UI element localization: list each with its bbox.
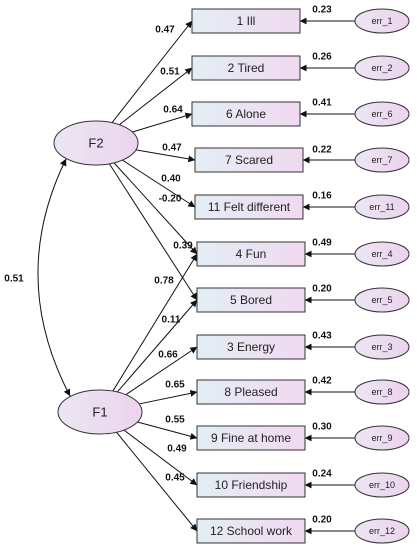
- loading-value-10-friendship: 0.49: [167, 444, 187, 455]
- indicator-box-5-bored: [196, 287, 306, 313]
- error-ellipse-7-scared: [354, 147, 410, 173]
- cross-loading-value-5-bored: 0.11: [162, 315, 181, 326]
- indicator-label-7-scared: 7 Scared: [225, 153, 273, 167]
- loading-path-2-tired: [119, 67, 193, 126]
- error-weight-10-friendship: 0.24: [312, 469, 332, 480]
- error-ellipse-8-pleased: [354, 379, 410, 405]
- loading-value-8-pleased: 0.65: [165, 380, 185, 391]
- indicator-box-7-scared: [194, 147, 304, 173]
- error-label-3-energy: err_3: [371, 342, 392, 352]
- error-ellipse-4-fun: [354, 241, 410, 267]
- loading-value-7-scared: 0.47: [162, 143, 182, 154]
- indicator-box-9-fine-at-home: [196, 425, 306, 451]
- error-weight-7-scared: 0.22: [312, 145, 332, 156]
- error-weight-9-fine-at-home: 0.30: [312, 422, 332, 433]
- indicator-label-11-felt-different: 11 Felt different: [208, 200, 291, 214]
- correlation-path: [37, 158, 71, 397]
- loading-path-10-friendship: [123, 429, 198, 486]
- loading-value-1-ill: 0.47: [155, 25, 175, 36]
- error-ellipse-6-alone: [354, 101, 410, 127]
- indicator-label-12-school-work: 12 School work: [210, 524, 293, 538]
- indicator-box-4-fun: [196, 241, 306, 267]
- loading-path-11-felt-different: [122, 159, 196, 208]
- cross-loading-path-5-bored: [116, 299, 198, 393]
- loading-path-12-school-work: [116, 431, 198, 532]
- error-weight-1-ill: 0.23: [312, 5, 332, 16]
- error-ellipse-5-bored: [354, 287, 410, 313]
- correlation-value: 0.51: [4, 274, 24, 285]
- loading-path-3-energy: [125, 346, 198, 396]
- error-ellipse-12-school-work: [354, 518, 410, 544]
- error-label-12-school-work: err_12: [369, 526, 395, 536]
- cross-loading-value-4-fun: 0.78: [154, 276, 174, 287]
- indicator-box-10-friendship: [196, 472, 306, 498]
- indicator-box-1-ill: [191, 8, 301, 34]
- indicator-label-5-bored: 5 Bored: [230, 293, 272, 307]
- indicator-label-9-fine-at-home: 9 Fine at home: [211, 431, 291, 445]
- error-label-9-fine-at-home: err_9: [371, 433, 392, 443]
- indicator-box-6-alone: [191, 101, 301, 127]
- loading-path-1-ill: [111, 20, 193, 123]
- indicator-label-2-tired: 2 Tired: [228, 61, 265, 75]
- loading-value-2-tired: 0.51: [160, 67, 180, 78]
- loading-path-5-bored: [108, 163, 198, 301]
- error-label-11-felt-different: err_11: [369, 202, 394, 212]
- loading-path-6-alone: [132, 112, 193, 133]
- error-weight-5-bored: 0.20: [312, 284, 332, 295]
- loading-value-5-bored: 0.39: [173, 241, 193, 252]
- error-ellipse-2-tired: [354, 55, 410, 81]
- error-label-5-bored: err_5: [371, 295, 392, 305]
- error-ellipse-9-fine-at-home: [354, 425, 410, 451]
- cross-loading-path-4-fun: [112, 253, 198, 392]
- loading-value-4-fun: -0.20: [159, 194, 182, 205]
- loading-path-4-fun: [113, 162, 198, 255]
- error-label-1-ill: err_1: [371, 16, 392, 26]
- indicator-box-12-school-work: [196, 518, 306, 544]
- loading-value-9-fine-at-home: 0.55: [165, 415, 185, 426]
- loading-path-9-fine-at-home: [137, 421, 198, 440]
- error-label-2-tired: err_2: [371, 63, 392, 73]
- error-weight-11-felt-different: 0.16: [312, 191, 332, 202]
- error-weight-2-tired: 0.26: [312, 52, 332, 63]
- error-ellipse-3-energy: [354, 334, 410, 360]
- indicator-label-8-pleased: 8 Pleased: [224, 385, 277, 399]
- error-weight-6-alone: 0.41: [312, 98, 332, 109]
- latent-ellipse-f2: [53, 120, 139, 166]
- error-label-7-scared: err_7: [371, 155, 392, 165]
- indicator-label-3-energy: 3 Energy: [227, 340, 275, 354]
- latent-label-f1: F1: [92, 405, 107, 420]
- loading-value-12-school-work: 0.45: [165, 473, 185, 484]
- loading-path-8-pleased: [138, 389, 198, 405]
- indicator-box-3-energy: [196, 334, 306, 360]
- loading-value-3-energy: 0.66: [158, 350, 178, 361]
- loading-value-6-alone: 0.64: [163, 105, 183, 116]
- latent-ellipse-f1: [57, 389, 143, 435]
- error-weight-3-energy: 0.43: [312, 331, 332, 342]
- latent-label-f2: F2: [88, 136, 103, 151]
- indicator-box-8-pleased: [196, 379, 306, 405]
- error-weight-8-pleased: 0.42: [312, 376, 332, 387]
- error-ellipse-11-felt-different: [354, 194, 410, 220]
- error-label-8-pleased: err_8: [371, 387, 392, 397]
- error-ellipse-10-friendship: [354, 472, 410, 498]
- error-label-6-alone: err_6: [371, 109, 392, 119]
- indicator-label-10-friendship: 10 Friendship: [215, 478, 288, 492]
- error-label-10-friendship: err_10: [369, 480, 395, 490]
- error-weight-12-school-work: 0.20: [312, 515, 332, 526]
- error-ellipse-1-ill: [354, 8, 410, 34]
- indicator-label-1-ill: 1 Ill: [237, 14, 256, 28]
- indicator-box-11-felt-different: [194, 194, 304, 220]
- indicator-box-2-tired: [191, 55, 301, 81]
- loading-value-11-felt-different: 0.40: [161, 174, 181, 185]
- error-weight-4-fun: 0.49: [312, 238, 332, 249]
- error-label-4-fun: err_4: [371, 249, 392, 259]
- indicator-label-6-alone: 6 Alone: [226, 107, 266, 121]
- indicator-label-4-fun: 4 Fun: [236, 247, 267, 261]
- loading-path-7-scared: [135, 149, 196, 163]
